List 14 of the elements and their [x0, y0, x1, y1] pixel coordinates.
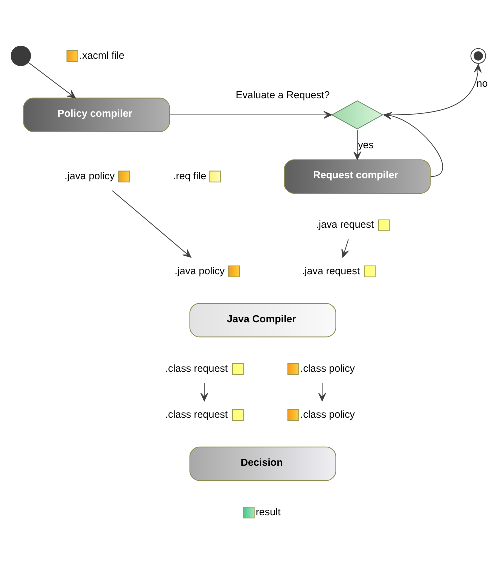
- node-label: result: [256, 506, 281, 518]
- node-label: .class request: [166, 363, 228, 374]
- node-label: .class policy: [300, 363, 356, 374]
- node-label: .java policy: [174, 266, 225, 277]
- node-label: .class request: [166, 409, 228, 420]
- node-label: .java request: [316, 220, 374, 231]
- edge-label: yes: [358, 140, 374, 152]
- edge-label: no: [476, 78, 488, 90]
- node-label: .java request: [302, 266, 360, 277]
- node-label: Evaluate a Request?: [236, 90, 330, 101]
- node-label: .java policy: [64, 170, 115, 182]
- node-label: .class policy: [300, 409, 356, 420]
- node-label: .req file: [173, 170, 207, 182]
- node-label: .xacml file: [80, 50, 125, 62]
